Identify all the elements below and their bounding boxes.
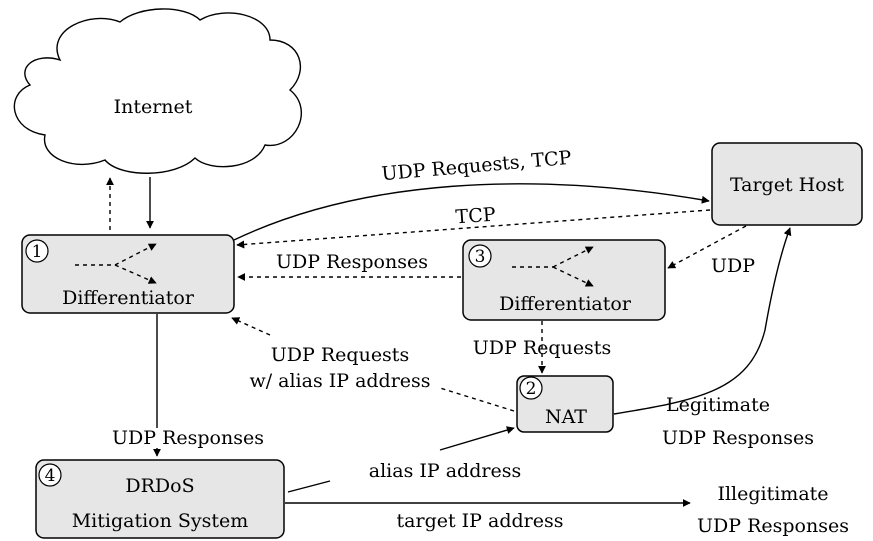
label-legitimate-1: Legitimate (666, 394, 770, 416)
label-udp-requests-nat: UDP Requests (473, 337, 611, 359)
badge-1-label: 1 (32, 242, 43, 262)
badge-2 (519, 376, 543, 400)
target-host-label: Target Host (730, 174, 844, 196)
edge-diff1-to-target (233, 183, 710, 241)
mitigation-system-node: 4 DRDoS Mitigation System (35, 459, 285, 539)
edge-nat-to-diff1-lower (439, 387, 515, 412)
differentiator-3-node: 3 Differentiator (462, 239, 666, 321)
label-legitimate-2: UDP Responses (662, 427, 814, 449)
label-target-ip: target IP address (397, 510, 564, 532)
edge-target-to-diff1-tcp (236, 209, 711, 249)
label-bg-udp-responses-down (108, 428, 268, 448)
differentiator-1-node: 1 Differentiator (21, 234, 235, 314)
differentiator-3-label: Differentiator (499, 293, 632, 315)
internet-cloud: Internet (13, 8, 302, 174)
differentiator-1-label: Differentiator (62, 287, 195, 309)
nat-node: 2 NAT (516, 375, 614, 433)
edge-mitigation-to-nat-start (287, 480, 331, 493)
badge-4 (38, 463, 62, 487)
badge-3-label: 3 (475, 247, 486, 267)
nat-label: NAT (545, 406, 587, 428)
mitigation-label-line1: DRDoS (125, 475, 194, 497)
label-udp-responses-down: UDP Responses (112, 427, 264, 449)
badge-4-label: 4 (45, 466, 56, 486)
label-udp-requests-alias-1: UDP Requests (271, 344, 409, 366)
target-host-node: Target Host (711, 142, 863, 226)
label-udp-requests-alias-2: w/ alias IP address (249, 370, 430, 392)
mitigation-label-line2: Mitigation System (72, 510, 249, 532)
label-illegitimate-1: Illegitimate (717, 483, 828, 505)
label-tcp: TCP (455, 204, 497, 229)
label-udp: UDP (711, 255, 755, 277)
internet-label: Internet (114, 96, 193, 118)
label-udp-responses: UDP Responses (276, 251, 428, 273)
edge-target-to-diff3 (667, 225, 747, 269)
edge-nat-to-diff1-upper (231, 317, 271, 336)
label-alias-ip: alias IP address (369, 460, 521, 482)
label-illegitimate-2: UDP Responses (697, 515, 849, 537)
edge-mitigation-to-nat-end (439, 426, 515, 451)
label-udp-requests-tcp: UDP Requests, TCP (381, 147, 573, 186)
badge-1 (25, 239, 49, 263)
badge-3 (468, 244, 492, 268)
badge-2-label: 2 (526, 379, 537, 399)
edge-nat-to-target (613, 227, 792, 415)
